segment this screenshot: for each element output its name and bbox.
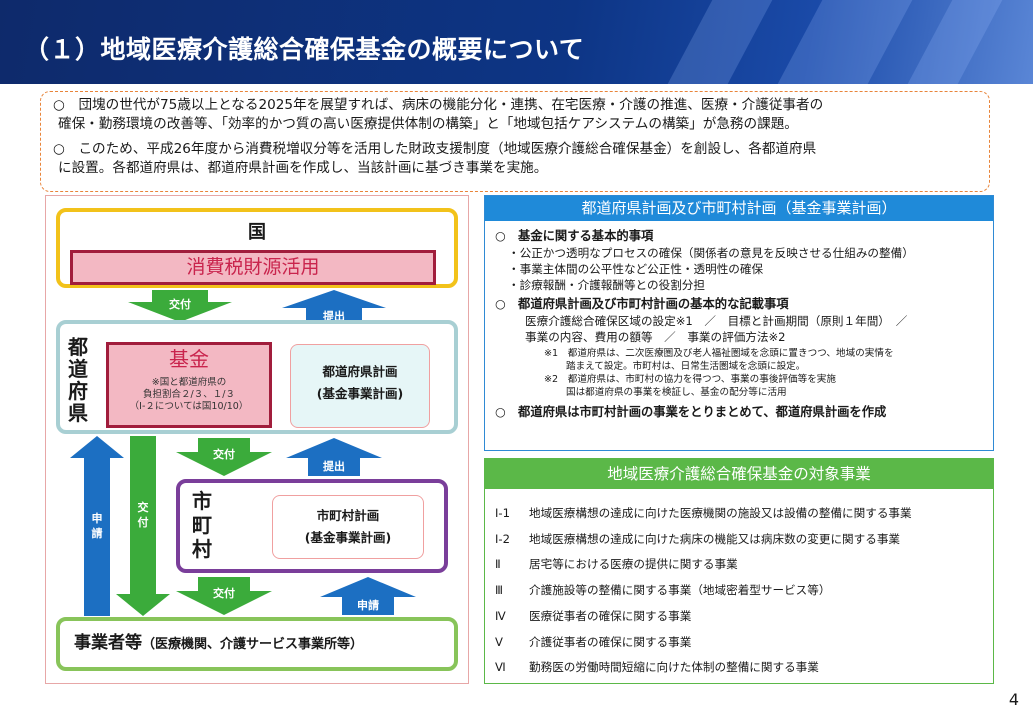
target-project-number: Ⅳ	[495, 608, 506, 623]
business-operators-examples: （医療機関、介護サービス事業所等）	[142, 637, 364, 652]
target-project-text: 医療従事者の確保に関する事業	[529, 608, 692, 623]
municipality-label: 市町村	[192, 489, 212, 561]
target-project-item: Ⅱ 居宅等における医療の提供に関する事業	[495, 552, 993, 578]
basic-matters-item: ・診療報酬・介護報酬等との役割分担	[508, 278, 705, 292]
basic-matters-item: ・事業主体間の公平性など公正性・透明性の確保	[508, 262, 764, 276]
intro-line: ○ このため、平成26年度から消費税増収分等を活用した財政支援制度（地域医療介護…	[53, 141, 817, 157]
target-project-item: Ⅰ-1 地域医療構想の達成に向けた医療機関の施設又は設備の整備に関する事業	[495, 501, 993, 527]
page-number: 4	[1008, 690, 1019, 709]
fund-note: 負担割合２/３、１/３	[143, 389, 235, 400]
target-project-number: Ⅱ	[495, 557, 501, 572]
country-label: 国	[248, 222, 266, 243]
header-decoration	[907, 0, 1003, 84]
plan-panel: 都道府県計画及び市町村計画（基金事業計画） ○ 基金に関する基本的事項 ・公正か…	[484, 195, 994, 451]
municipality-plan-box: 市町村計画 (基金事業計画)	[272, 495, 424, 559]
grant-arrow-down	[128, 290, 232, 322]
consumption-tax-box: 消費税財源活用	[70, 250, 436, 285]
target-project-item: Ⅵ 勤務医の労働時間短縮に向けた体制の整備に関する事業	[495, 655, 993, 681]
plan-panel-heading: 都道府県計画及び市町村計画（基金事業計画）	[485, 196, 993, 221]
intro-box: ○ 団塊の世代が75歳以上となる2025年を展望すれば、病床の機能分化・連携、在…	[40, 91, 990, 192]
intro-paragraph-2: ○ このため、平成26年度から消費税増収分等を活用した財政支援制度（地域医療介護…	[53, 140, 977, 178]
target-project-number: Ⅴ	[495, 634, 503, 649]
application-arrow-label: 申請	[91, 512, 103, 540]
plan-panel-body: ○ 基金に関する基本的事項 ・公正かつ透明なプロセスの確保（関係者の意見を反映さ…	[485, 221, 993, 421]
target-project-text: 介護従事者の確保に関する事業	[529, 634, 692, 649]
municipality-plan-subtitle: (基金事業計画)	[304, 530, 392, 545]
application-arrow-up	[320, 577, 416, 615]
business-operators-box: 事業者等（医療機関、介護サービス事業所等）	[56, 617, 458, 671]
application-arrow-up-long	[70, 436, 124, 616]
submit-arrow-label: 提出	[323, 460, 345, 473]
fund-title: 基金	[169, 347, 209, 371]
plan-contents-line: 事業の内容、費用の額等 ／ 事業の評価方法※2	[525, 330, 786, 344]
grant-arrow-label: 交付	[169, 298, 191, 311]
target-project-text: 地域医療構想の達成に向けた医療機関の施設又は設備の整備に関する事業	[529, 506, 912, 520]
municipality-box: 市町村 市町村計画 (基金事業計画)	[176, 479, 448, 573]
municipality-plan-title: 市町村計画	[316, 508, 380, 523]
target-project-number: Ⅵ	[495, 660, 506, 675]
target-project-text: 介護施設等の整備に関する事業（地域密着型サービス等）	[529, 583, 831, 598]
country-box: 国 消費税財源活用	[56, 208, 458, 288]
fund-note: ※国と都道府県の	[151, 377, 227, 388]
prefecture-label: 都道府県	[68, 335, 88, 425]
slide-header: （１）地域医療介護総合確保基金の概要について	[0, 0, 1033, 84]
footnote-1: ※1 都道府県は、二次医療圏及び老人福祉圏域を念頭に置きつつ、地域の実情を	[544, 348, 894, 359]
header-decoration	[777, 0, 913, 84]
slide-title: （１）地域医療介護総合確保基金の概要について	[24, 35, 585, 64]
prefecture-plan-title: 都道府県計画	[322, 364, 398, 379]
intro-line: 確保・勤務環境の改善等、「効率的かつ質の高い医療提供体制の構築」と「地域包括ケア…	[58, 116, 798, 132]
header-decoration	[667, 0, 773, 84]
footnote-2-cont: 国は都道府県の事業を検証し、基金の配分等に活用	[566, 387, 787, 398]
intro-line: ○ 団塊の世代が75歳以上となる2025年を展望すれば、病床の機能分化・連携、在…	[53, 97, 824, 113]
flow-diagram: 国 消費税財源活用 交付 提出 都道府県 基金 ※国と都道府県の 負担割合２/３…	[45, 195, 469, 684]
target-project-text: 地域医療構想の達成に向けた病床の機能又は病床数の変更に関する事業	[529, 531, 901, 546]
target-project-item: Ⅲ 介護施設等の整備に関する事業（地域密着型サービス等）	[495, 578, 993, 604]
target-projects-heading: 地域医療介護総合確保基金の対象事業	[485, 459, 993, 489]
grant-arrow-label: 交付	[213, 448, 235, 461]
target-project-item: Ⅴ 介護従事者の確保に関する事業	[495, 630, 993, 656]
grant-arrow-down-long	[116, 436, 170, 616]
plan-contents-heading: ○ 都道府県計画及び市町村計画の基本的な記載事項	[495, 297, 789, 311]
target-project-number: Ⅲ	[495, 583, 503, 598]
target-project-number: Ⅰ-2	[495, 531, 510, 546]
grant-arrow-label: 交付	[137, 501, 149, 529]
prefecture-plan-subtitle: (基金事業計画)	[316, 386, 404, 401]
basic-matters-item: ・公正かつ透明なプロセスの確保（関係者の意見を反映させる仕組みの整備）	[508, 246, 914, 260]
grant-arrow-down	[176, 577, 272, 615]
submit-arrow-label: 提出	[323, 310, 345, 323]
intro-paragraph-1: ○ 団塊の世代が75歳以上となる2025年を展望すれば、病床の機能分化・連携、在…	[53, 96, 977, 134]
application-arrow-label: 申請	[357, 599, 379, 612]
compile-plan-statement: ○ 都道府県は市町村計画の事業をとりまとめて、都道府県計画を作成	[495, 405, 887, 419]
grant-arrow-label: 交付	[213, 587, 235, 600]
intro-line: に設置。各都道府県は、都道府県計画を作成し、当該計画に基づき事業を実施。	[58, 160, 548, 176]
target-project-item: Ⅰ-2 地域医療構想の達成に向けた病床の機能又は病床数の変更に関する事業	[495, 527, 993, 553]
target-project-number: Ⅰ-1	[495, 506, 510, 520]
prefecture-box: 都道府県 基金 ※国と都道府県の 負担割合２/３、１/３ （Ⅰ-２については国1…	[56, 320, 458, 434]
fund-box: 基金 ※国と都道府県の 負担割合２/３、１/３ （Ⅰ-２については国10/10）	[106, 342, 272, 428]
prefecture-plan-box: 都道府県計画 (基金事業計画)	[290, 344, 430, 428]
footnote-1-cont: 踏まえて設定。市町村は、日常生活圏域を念頭に設定。	[566, 361, 806, 372]
target-project-text: 勤務医の労働時間短縮に向けた体制の整備に関する事業	[529, 660, 819, 675]
target-project-text: 居宅等における医療の提供に関する事業	[529, 557, 738, 572]
footnote-2: ※2 都道府県は、市町村の協力を得つつ、事業の事後評価等を実施	[544, 374, 836, 385]
basic-matters-heading: ○ 基金に関する基本的事項	[495, 229, 654, 243]
submit-arrow-up	[286, 438, 382, 476]
target-project-item: Ⅳ 医療従事者の確保に関する事業	[495, 604, 993, 630]
business-operators-label: 事業者等	[74, 633, 142, 653]
target-projects-list: Ⅰ-1 地域医療構想の達成に向けた医療機関の施設又は設備の整備に関する事業 Ⅰ-2…	[485, 489, 993, 681]
target-projects-panel: 地域医療介護総合確保基金の対象事業 Ⅰ-1 地域医療構想の達成に向けた医療機関の施…	[484, 458, 994, 684]
submit-arrow-up	[282, 290, 386, 322]
plan-contents-line: 医療介護総合確保区域の設定※1 ／ 目標と計画期間（原則１年間） ／	[525, 314, 908, 328]
fund-note: （Ⅰ-２については国10/10）	[129, 401, 249, 412]
grant-arrow-down	[176, 438, 272, 476]
